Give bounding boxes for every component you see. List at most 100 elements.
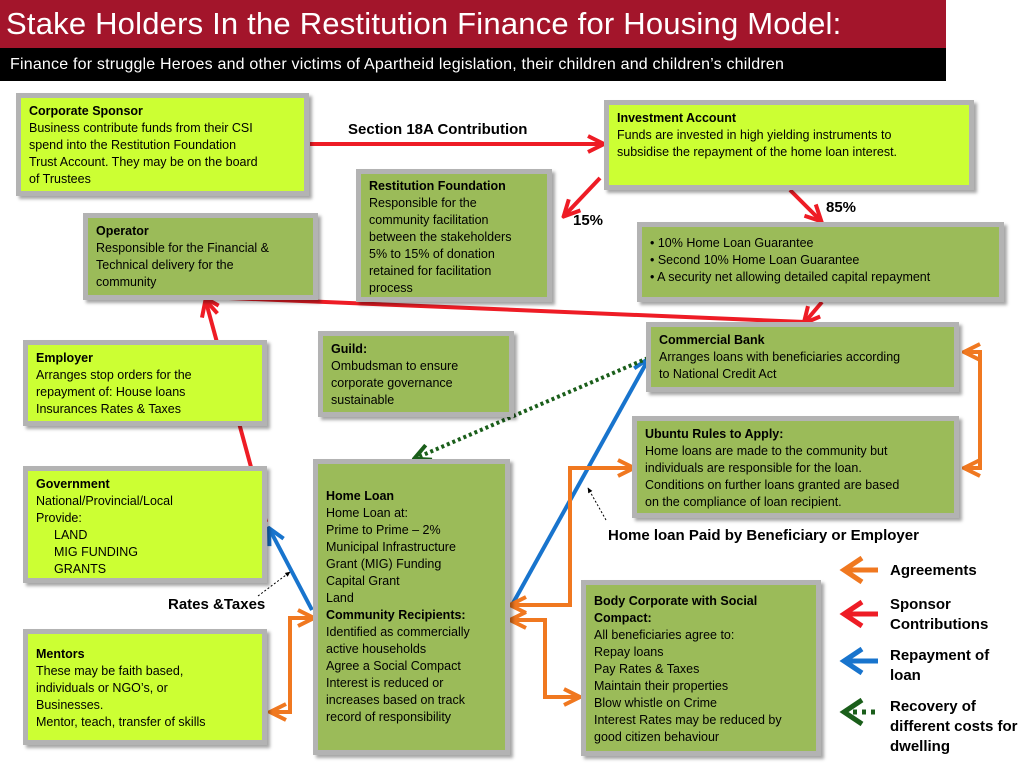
box-line: National/Provincial/Local — [36, 494, 173, 508]
legend-repayment: Repayment of loan — [890, 647, 990, 684]
box-line: Blow whistle on Crime — [594, 696, 717, 710]
arrow-homeloan-ubuntu — [512, 468, 632, 605]
employer-box: Employer Arranges stop orders for the re… — [23, 340, 267, 426]
box-line: active households — [326, 642, 427, 656]
investment-account-box: Investment Account Funds are invested in… — [604, 100, 974, 190]
restitution-foundation-box: Restitution Foundation Responsible for t… — [356, 169, 552, 302]
pointer-rates-taxes — [257, 571, 291, 597]
box-line: Grant (MIG) Funding — [326, 557, 442, 571]
arrow-mentors-homeloan — [272, 618, 312, 712]
government-title: Government — [36, 477, 110, 491]
arrow-bank-to-operator — [205, 297, 806, 324]
arrow-bank-ubuntu — [966, 352, 982, 468]
box-line: good citizen behaviour — [594, 730, 720, 744]
percent-15-label: 15% — [573, 212, 604, 229]
box-line: process — [369, 281, 413, 295]
arrow-homeloan-bodycorp — [512, 620, 578, 697]
box-line: Prime to Prime – 2% — [326, 523, 441, 537]
box-line: individuals are responsible for the loan… — [645, 461, 862, 475]
box-line: individuals or NGO’s, or — [36, 681, 168, 695]
guild-title: Guild: — [331, 342, 368, 356]
box-line: to National Credit Act — [659, 367, 777, 381]
box-line: record of responsibility — [326, 710, 452, 724]
arrow-homeloan-to-government — [270, 530, 314, 611]
body-corporate-title-line2: Compact: — [594, 611, 652, 625]
box-line: between the stakeholders — [369, 230, 512, 244]
box-line: Funds are invested in high yielding inst… — [617, 128, 892, 142]
arrow-homeloan-to-bank — [510, 360, 648, 606]
mentors-title: Mentors — [36, 647, 85, 661]
box-line: corporate governance — [331, 376, 453, 390]
subtitle-bar: Finance for struggle Heroes and other vi… — [0, 48, 946, 81]
page-subtitle: Finance for struggle Heroes and other vi… — [10, 56, 785, 73]
box-line: of Trustees — [29, 172, 91, 186]
ubuntu-rules-title: Ubuntu Rules to Apply: — [645, 427, 784, 441]
box-line: Business contribute funds from their CSI — [29, 121, 253, 135]
box-line: Arranges stop orders for the — [36, 368, 192, 382]
investment-account-title: Investment Account — [617, 111, 737, 125]
box-line: community facilitation — [369, 213, 489, 227]
community-recipients-title: Community Recipients: — [326, 608, 466, 622]
box-line: Provide: — [36, 511, 82, 525]
arrow-investment-to-foundation — [565, 176, 602, 215]
box-line: Mentor, teach, transfer of skills — [36, 715, 206, 729]
commercial-bank-title: Commercial Bank — [659, 333, 765, 347]
box-line: Land — [326, 591, 354, 605]
restitution-foundation-title: Restitution Foundation — [369, 179, 506, 193]
arrow-guarantee-to-bank — [805, 300, 824, 322]
pointer-home-loan-paid — [587, 487, 607, 521]
home-loan-box: Home Loan Home Loan at: Prime to Prime –… — [313, 459, 510, 755]
box-line: spend into the Restitution Foundation — [29, 138, 237, 152]
guarantee-item: • Second 10% Home Loan Guarantee — [650, 253, 860, 267]
rates-taxes-label: Rates &Taxes — [168, 596, 266, 613]
box-line: increases based on track — [326, 693, 465, 707]
box-line: Agree a Social Compact — [326, 659, 461, 673]
guarantee-box: • 10% Home Loan Guarantee • Second 10% H… — [637, 222, 1004, 302]
legend-recovery: Recovery of different costs for dwelling — [890, 698, 1018, 755]
box-line: Ombudsman to ensure — [331, 359, 459, 373]
box-line: Interest Rates may be reduced by — [594, 713, 782, 727]
legend-sponsor-contributions: Sponsor Contributions — [890, 596, 989, 633]
legend-agreements: Agreements — [890, 562, 977, 579]
box-line: community — [96, 275, 157, 289]
body-corporate-box: Body Corporate with Social Compact: All … — [581, 580, 821, 756]
body-corporate-title: Body Corporate with Social — [594, 594, 758, 608]
government-box: Government National/Provincial/Local Pro… — [23, 466, 267, 583]
section-18a-label: Section 18A Contribution — [348, 121, 528, 138]
employer-title: Employer — [36, 351, 93, 365]
title-bar: Stake Holders In the Restitution Finance… — [0, 0, 946, 48]
box-line: repayment of: House loans — [36, 385, 186, 399]
box-line: retained for facilitation — [369, 264, 492, 278]
mentors-box: Mentors These may be faith based, indivi… — [23, 629, 267, 745]
box-line: Businesses. — [36, 698, 104, 712]
box-line: Home Loan at: — [326, 506, 408, 520]
arrow-investment-to-guarantee — [788, 188, 820, 220]
box-line: These may be faith based, — [36, 664, 184, 678]
box-line: Responsible for the — [369, 196, 477, 210]
box-line: 5% to 15% of donation — [369, 247, 495, 261]
arrow-bank-to-homeloan-recovery — [416, 356, 649, 458]
box-line: subsidise the repayment of the home loan… — [617, 145, 898, 159]
box-line: All beneficiaries agree to: — [594, 628, 735, 642]
guild-box: Guild: Ombudsman to ensure corporate gov… — [318, 331, 514, 417]
ubuntu-rules-box: Ubuntu Rules to Apply: Home loans are ma… — [632, 416, 959, 518]
home-loan-title: Home Loan — [326, 489, 395, 503]
operator-title: Operator — [96, 224, 149, 238]
corporate-sponsor-box: Corporate Sponsor Business contribute fu… — [16, 93, 309, 196]
home-loan-paid-label: Home loan Paid by Beneficiary or Employe… — [608, 527, 919, 544]
page-title: Stake Holders In the Restitution Finance… — [6, 6, 842, 41]
box-line: Interest is reduced or — [326, 676, 444, 690]
box-line: Arranges loans with beneficiaries accord… — [659, 350, 901, 364]
box-line: Trust Account. They may be on the board — [29, 155, 258, 169]
box-line: Insurances Rates & Taxes — [36, 402, 181, 416]
government-item: GRANTS — [54, 562, 107, 576]
box-line: Technical delivery for the — [96, 258, 234, 272]
commercial-bank-box: Commercial Bank Arranges loans with bene… — [646, 322, 959, 392]
operator-box: Operator Responsible for the Financial &… — [83, 213, 318, 300]
corporate-sponsor-title: Corporate Sponsor — [29, 104, 143, 118]
box-line: Pay Rates & Taxes — [594, 662, 700, 676]
box-line: sustainable — [331, 393, 395, 407]
government-item: LAND — [54, 528, 88, 542]
box-line: on the compliance of loan recipient. — [645, 495, 842, 509]
